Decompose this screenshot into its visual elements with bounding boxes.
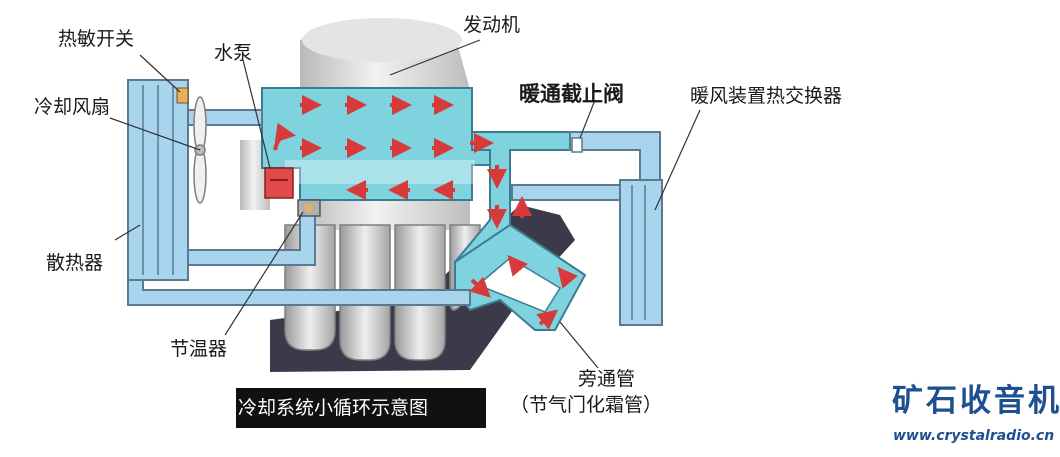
label-heater-valve: 暖通截止阀 <box>519 82 624 106</box>
watermark-brand: 矿石收音机 <box>892 383 1060 419</box>
watermark-url: www.crystalradio.cn <box>893 428 1055 444</box>
thermostat-drawing <box>297 199 321 217</box>
label-thermostat: 节温器 <box>170 338 228 360</box>
radiator-drawing <box>127 79 189 281</box>
water-jacket <box>261 87 501 201</box>
label-heater-core: 暖风装置热交换器 <box>690 85 843 107</box>
callout-lines <box>109 39 701 369</box>
label-bypass-pipe: 旁通管 <box>578 368 636 390</box>
label-thermo-switch: 热敏开关 <box>58 28 135 50</box>
water-pump-drawing <box>264 167 294 199</box>
label-radiator: 散热器 <box>46 252 104 274</box>
diagram-caption: 冷却系统小循环示意图 <box>236 388 486 428</box>
label-engine: 发动机 <box>463 14 521 36</box>
label-water-pump: 水泵 <box>214 42 253 64</box>
heater-circuit <box>511 131 663 326</box>
label-cooling-fan: 冷却风扇 <box>34 96 111 118</box>
flow-arrows <box>273 95 578 330</box>
label-bypass-pipe-note: （节气门化霜管） <box>510 394 663 416</box>
